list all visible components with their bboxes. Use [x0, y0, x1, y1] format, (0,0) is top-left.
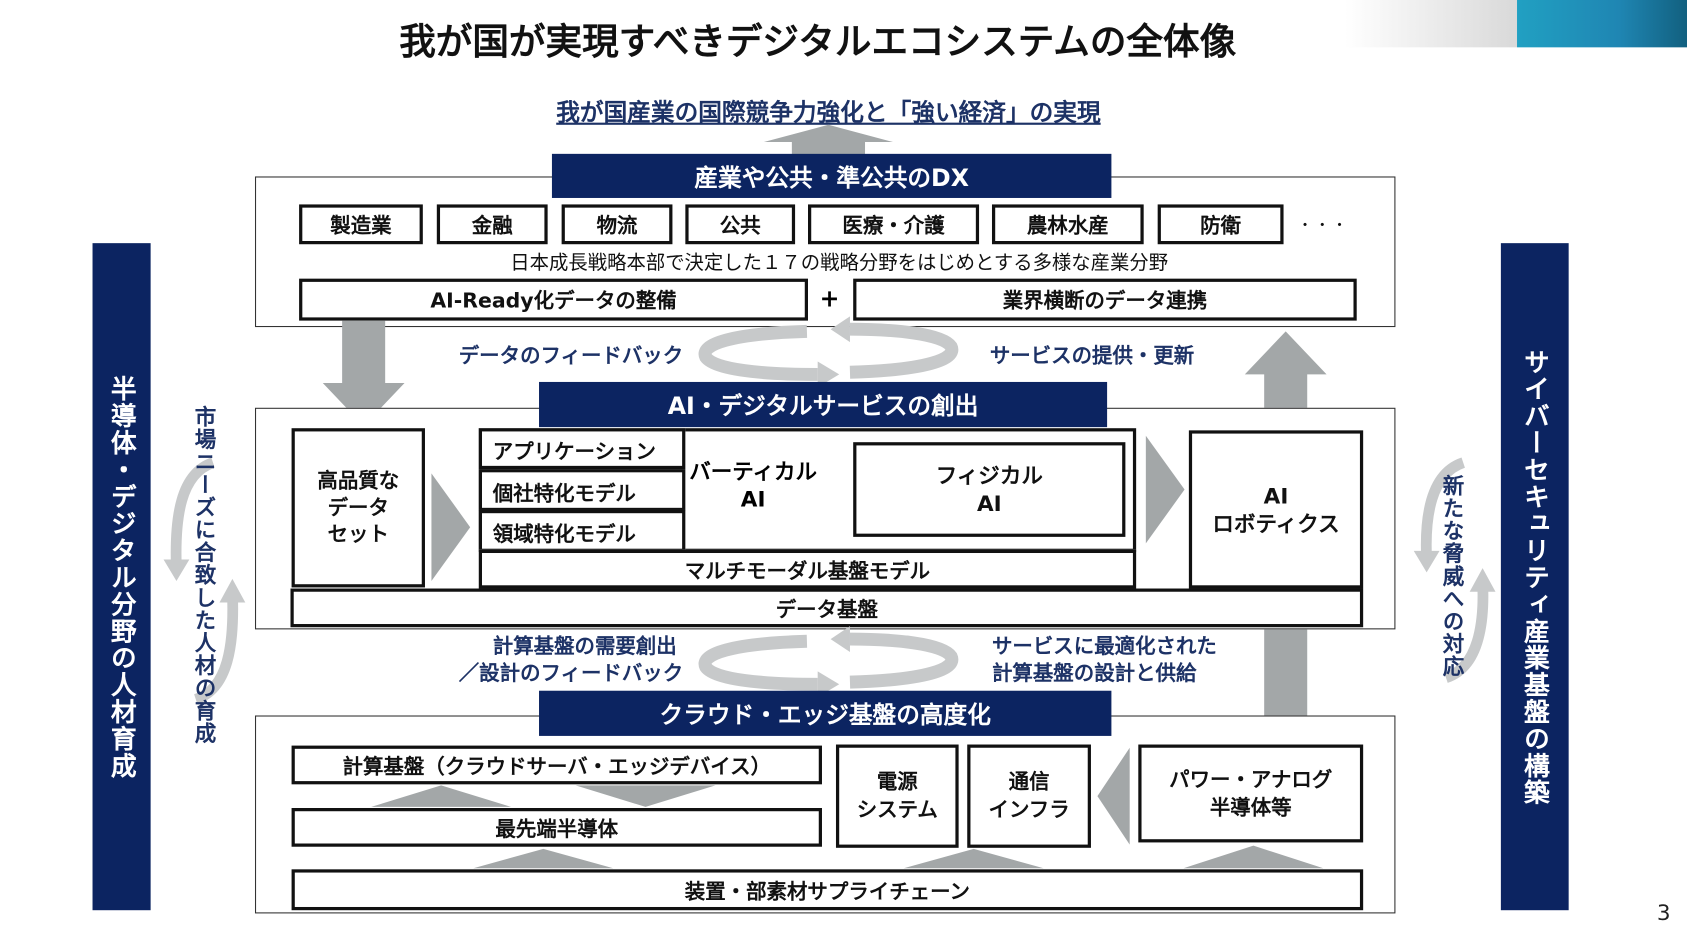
page-number: 3	[1656, 899, 1671, 926]
industry-manufacturing: 製造業	[299, 204, 423, 245]
industry-finance: 金融	[436, 204, 548, 245]
optimized-compute-line-2: 計算基盤の設計と供給	[991, 661, 1197, 686]
dataset-line-3: セット	[327, 522, 389, 547]
multimodal-box: マルチモーダル基盤モデル	[478, 549, 1137, 589]
physical-ai-line-1: フィジカル	[935, 462, 1043, 489]
right-cycle-arrow-icon	[1413, 457, 1496, 683]
up-arrow-icon	[763, 124, 893, 158]
compute-demand-line-2: ／設計のフィードバック	[458, 661, 684, 686]
left-band: 半導体・デジタル分野の人材育成	[92, 243, 151, 911]
optimized-compute-line-1: サービスに最適化された	[991, 634, 1217, 659]
industry-agriculture: 農林水産	[991, 204, 1144, 245]
right-band: サイバーセキュリティ産業基盤の構築	[1500, 243, 1569, 911]
right-cycle-text: 新たな脅威への対応	[1439, 473, 1465, 678]
triangle-up-icon-4	[1183, 845, 1324, 869]
robotics-box: AI ロボティクス	[1188, 430, 1364, 589]
dataset-line-2: データ	[327, 495, 389, 520]
chevron-left-icon	[1097, 747, 1130, 845]
service-provision-label: サービスの提供・更新	[989, 344, 1195, 368]
vertical-ai: バーティカル AI	[689, 457, 818, 513]
supply-chain-box: 装置・部素材サプライチェーン	[291, 869, 1364, 911]
layer-application: アプリケーション	[478, 428, 686, 470]
industry-defense: 防衛	[1157, 204, 1284, 245]
chevron-right-icon	[431, 473, 471, 581]
down-arrow-icon	[322, 320, 405, 427]
telecom-line-1: 通信	[1008, 770, 1050, 795]
power-analog-line-2: 半導体等	[1209, 795, 1292, 820]
compute-demand-line-1: 計算基盤の需要創出	[492, 634, 677, 659]
chevron-right-icon-2	[1145, 435, 1185, 544]
optimized-compute-label: サービスに最適化された 計算基盤の設計と供給	[992, 634, 1261, 688]
triangle-up-icon-2	[473, 848, 614, 869]
vertical-ai-line-1: バーティカル	[689, 458, 818, 485]
left-cycle-arrow-icon	[163, 457, 246, 705]
compute-box: 計算基盤（クラウドサーバ・エッジデバイス）	[291, 745, 822, 785]
plus-sign: +	[819, 285, 840, 313]
robotics-line-2: ロボティクス	[1212, 510, 1340, 537]
cloud-header: クラウド・エッジ基盤の高度化	[539, 690, 1112, 736]
header-gradient-bar	[1344, 0, 1518, 48]
industry-healthcare: 医療・介護	[808, 204, 980, 245]
page-title: 我が国が実現すべきデジタルエコシステムの全体像	[399, 19, 1237, 63]
telecom-line-2: インフラ	[988, 798, 1070, 822]
ai-ready-box: AI-Ready化データの整備	[299, 278, 809, 321]
layer-company-model: 個社特化モデル	[478, 469, 686, 512]
industry-logistics: 物流	[561, 204, 673, 245]
physical-ai-box: フィジカル AI	[853, 442, 1126, 537]
left-band-text: 半導体・デジタル分野の人材育成	[105, 374, 137, 779]
robotics-line-1: AI	[1263, 482, 1289, 509]
industry-note: 日本成長戦略本部で決定した１７の戦略分野をはじめとする多様な産業分野	[510, 251, 1169, 275]
power-analog-line-1: パワー・アナログ	[1169, 767, 1333, 792]
cycle-arrows-icon	[698, 316, 959, 388]
left-cycle-text-wrap: 市場ニーズに合致した人材の育成	[183, 400, 226, 750]
up-arrow-right-icon	[1244, 331, 1327, 409]
power-system-box: 電源 システム	[835, 744, 959, 848]
semiconductor-box: 最先端半導体	[291, 808, 822, 847]
power-analog-box: パワー・アナログ 半導体等	[1138, 744, 1364, 843]
power-line-1: 電源	[876, 770, 918, 795]
triangle-down-icon	[575, 785, 716, 807]
triangle-up-icon-3	[903, 848, 1044, 869]
right-band-text: サイバーセキュリティ産業基盤の構築	[1519, 348, 1550, 806]
dataset-line-1: 高品質な	[317, 468, 400, 493]
vertical-ai-line-2: AI	[740, 486, 766, 513]
power-line-2: システム	[856, 798, 938, 822]
industry-public: 公共	[685, 204, 796, 245]
industry-ellipsis: ・・・	[1297, 217, 1350, 235]
cross-industry-box: 業界横断のデータ連携	[853, 278, 1357, 321]
dx-header: 産業や公共・準公共のDX	[551, 153, 1112, 198]
header-teal-bar	[1517, 0, 1687, 48]
data-platform-box: データ基盤	[290, 588, 1364, 628]
ai-header: AI・デジタルサービスの創出	[539, 381, 1108, 428]
cycle-arrows-icon-2	[698, 626, 959, 698]
physical-ai-line-2: AI	[976, 490, 1002, 517]
compute-demand-label: 計算基盤の需要創出 ／設計のフィードバック	[387, 634, 683, 688]
left-cycle-text: 市場ニーズに合致した人材の育成	[190, 405, 217, 745]
telecom-box: 通信 インフラ	[967, 744, 1091, 848]
goal-link[interactable]: 我が国産業の国際競争力強化と「強い経済」の実現	[556, 100, 1101, 127]
dataset-box: 高品質な データ セット	[291, 428, 425, 588]
data-feedback-label: データのフィードバック	[458, 344, 684, 368]
right-cycle-text-wrap: 新たな脅威への対応	[1431, 468, 1474, 683]
layer-domain-model: 領域特化モデル	[478, 509, 686, 552]
triangle-up-icon	[371, 785, 512, 807]
